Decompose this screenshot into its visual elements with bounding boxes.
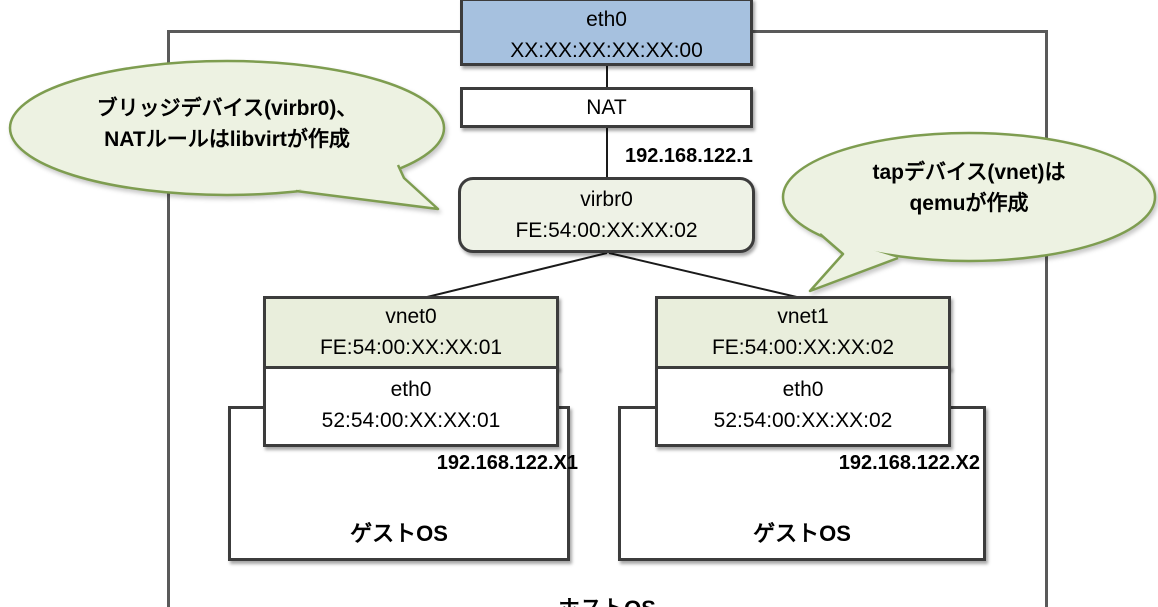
virbr0-name: virbr0: [580, 188, 633, 211]
guest2-os-label: ゲストOS: [753, 521, 851, 546]
virbr0-mac: FE:54:00:XX:XX:02: [515, 219, 698, 242]
virbr0-box: virbr0 FE:54:00:XX:XX:02: [458, 177, 755, 253]
guest1-eth0-mac: 52:54:00:XX:XX:01: [321, 409, 501, 432]
callout-bridge-tail: [295, 164, 440, 211]
guest1-ip-label: 192.168.122.X1: [436, 452, 578, 474]
vnet1-box: vnet1 FE:54:00:XX:XX:02: [655, 296, 951, 369]
host-eth0-box: eth0 XX:XX:XX:XX:XX:00: [460, 0, 753, 66]
link-bridge-vnet0: [422, 252, 608, 299]
guest2-eth0-name: eth0: [782, 378, 824, 401]
callout-bridge-line2: NATルールはlibvirtが作成: [104, 128, 350, 151]
vnet1-mac: FE:54:00:XX:XX:02: [711, 336, 895, 359]
guest2-ip-label: 192.168.122.X2: [838, 452, 980, 474]
callout-tap-line1: tapデバイス(vnet)は: [872, 161, 1066, 184]
vnet0-mac: FE:54:00:XX:XX:01: [319, 336, 503, 359]
vnet1-name: vnet1: [777, 305, 829, 328]
guest2-eth0-box: eth0 52:54:00:XX:XX:02: [655, 366, 951, 447]
link-bridge-vnet1: [608, 252, 802, 299]
host-eth0-name: eth0: [586, 8, 627, 31]
bridge-ip-label: 192.168.122.1: [625, 145, 753, 167]
callout-tap-line2: qemuが作成: [909, 192, 1029, 215]
vnet0-box: vnet0 FE:54:00:XX:XX:01: [263, 296, 559, 369]
guest1-os-label: ゲストOS: [350, 521, 448, 546]
callout-bridge-line1: ブリッジデバイス(virbr0)、: [96, 97, 358, 120]
guest1-eth0-name: eth0: [390, 378, 432, 401]
vnet0-name: vnet0: [385, 305, 437, 328]
host-eth0-mac: XX:XX:XX:XX:XX:00: [510, 39, 703, 62]
callout-tap-text: tapデバイス(vnet)は qemuが作成: [791, 157, 1147, 219]
callout-tap-tail: [808, 233, 899, 293]
callout-bridge-text: ブリッジデバイス(virbr0)、 NATルールはlibvirtが作成: [27, 93, 427, 155]
guest1-eth0-box: eth0 52:54:00:XX:XX:01: [263, 366, 559, 447]
nat-box: NAT: [460, 87, 753, 128]
guest2-eth0-mac: 52:54:00:XX:XX:02: [713, 409, 893, 432]
nat-label: NAT: [586, 96, 627, 119]
host-os-label: ホストOS: [460, 591, 754, 607]
